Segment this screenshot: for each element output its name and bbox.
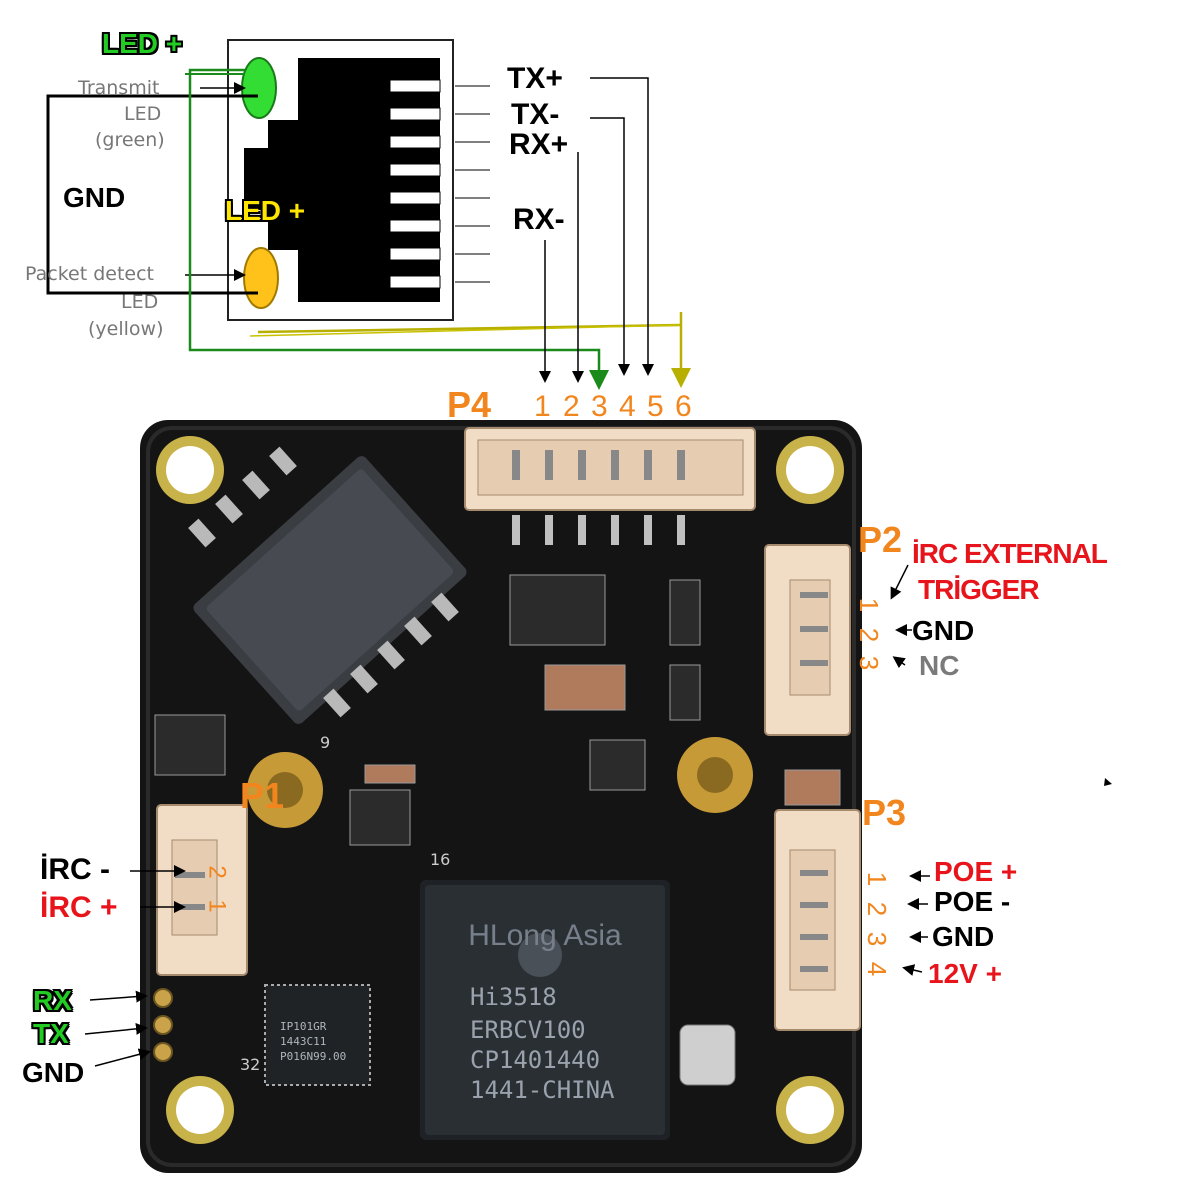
- p4-pin-5: 5: [647, 390, 664, 423]
- rj45-pin-slots: [389, 79, 441, 289]
- label-uart-tx: TX: [33, 1018, 69, 1049]
- p4-connector: [464, 427, 756, 545]
- rj45-callouts: [46, 68, 691, 390]
- p2-pin-3: 3: [854, 655, 885, 671]
- label-gnd-rj45: GND: [63, 182, 126, 213]
- label-packet-led: LED: [121, 291, 159, 313]
- p3-pin-4: 4: [862, 961, 893, 977]
- p1-pin-1: 1: [203, 899, 231, 913]
- stray-cursor-mark: [1104, 778, 1112, 786]
- crystal: [679, 1024, 736, 1086]
- ethernet-transformer: [188, 446, 467, 724]
- label-transmit: Transmit: [78, 77, 160, 99]
- label-uart-rx: RX: [33, 985, 72, 1016]
- camera-pcb: HLong Asia Hi3518 ERBCV100 CP1401440 144…: [140, 420, 862, 1173]
- smd-components: [154, 574, 841, 846]
- soc-line-2: ERBCV100: [470, 1016, 586, 1044]
- p2-pin-1: 1: [854, 597, 885, 613]
- p1-connector: [156, 804, 248, 976]
- soc-chip: HLong Asia Hi3518 ERBCV100 CP1401440 144…: [420, 880, 670, 1140]
- label-led-plus-yellow: LED +: [225, 195, 306, 226]
- p4-pin-4: 4: [619, 390, 636, 423]
- soc-line-4: 1441-CHINA: [470, 1076, 615, 1104]
- p2-connector: [764, 544, 851, 736]
- mounting-holes: [156, 436, 844, 1144]
- phy-line-2: 1443C11: [280, 1035, 326, 1048]
- label-12v-plus: 12V +: [928, 958, 1002, 989]
- p4-pin-2: 2: [563, 390, 580, 423]
- p2-pin-2: 2: [854, 627, 885, 643]
- p3-pin-1: 1: [862, 871, 893, 887]
- green-led-icon: [241, 57, 277, 119]
- p4-pin-1: 1: [534, 390, 551, 423]
- label-p2: P2: [858, 519, 903, 560]
- phy-line-1: IP101GR: [280, 1020, 327, 1033]
- p3-pin-2: 2: [862, 901, 893, 917]
- label-irc-minus: İRC -: [40, 853, 110, 886]
- label-p3: P3: [862, 792, 907, 833]
- label-rx-minus: RX-: [513, 203, 565, 236]
- label-rx-plus: RX+: [509, 128, 569, 161]
- uart-pads: [153, 988, 173, 1062]
- label-p3-gnd: GND: [932, 921, 995, 952]
- label-led-plus-green: LED +: [102, 28, 183, 59]
- yellow-led-icon: [243, 247, 279, 309]
- label-uart-gnd: GND: [22, 1057, 85, 1088]
- label-p1: P1: [240, 775, 285, 816]
- label-poe-plus: POE +: [934, 856, 1018, 887]
- silk-32: 32: [240, 1055, 260, 1074]
- phy-line-3: P016N99.00: [280, 1050, 346, 1063]
- label-p4: P4: [447, 384, 492, 425]
- label-transmit-led: LED: [124, 103, 162, 125]
- p3-pin-3: 3: [862, 931, 893, 947]
- label-transmit-color: (green): [95, 129, 165, 151]
- label-tx-minus: TX-: [511, 98, 560, 131]
- silk-9: 9: [320, 733, 330, 752]
- label-p2-nc: NC: [919, 650, 960, 681]
- silk-16: 16: [430, 850, 450, 869]
- label-trigger: TRİGGER: [918, 574, 1040, 605]
- board-callouts: [84, 564, 930, 1067]
- p3-connector: [774, 809, 861, 1031]
- soc-brand-text: HLong Asia: [468, 919, 622, 952]
- rj45-jack: [227, 39, 490, 321]
- label-irc-plus: İRC +: [40, 891, 118, 924]
- phy-chip: IP101GR 1443C11 P016N99.00: [264, 984, 371, 1086]
- label-p2-gnd: GND: [912, 615, 975, 646]
- p4-pin-3: 3: [591, 390, 608, 423]
- label-tx-plus: TX+: [507, 62, 563, 95]
- p4-pin-6: 6: [675, 390, 692, 423]
- soc-line-1: Hi3518: [470, 983, 557, 1011]
- soc-line-3: CP1401440: [470, 1046, 600, 1074]
- label-irc-external: İRC EXTERNAL: [912, 538, 1108, 569]
- p1-pin-2: 2: [203, 865, 231, 879]
- label-packet-detect: Packet detect: [25, 263, 154, 285]
- label-poe-minus: POE -: [934, 886, 1011, 917]
- label-packet-color: (yellow): [88, 318, 164, 340]
